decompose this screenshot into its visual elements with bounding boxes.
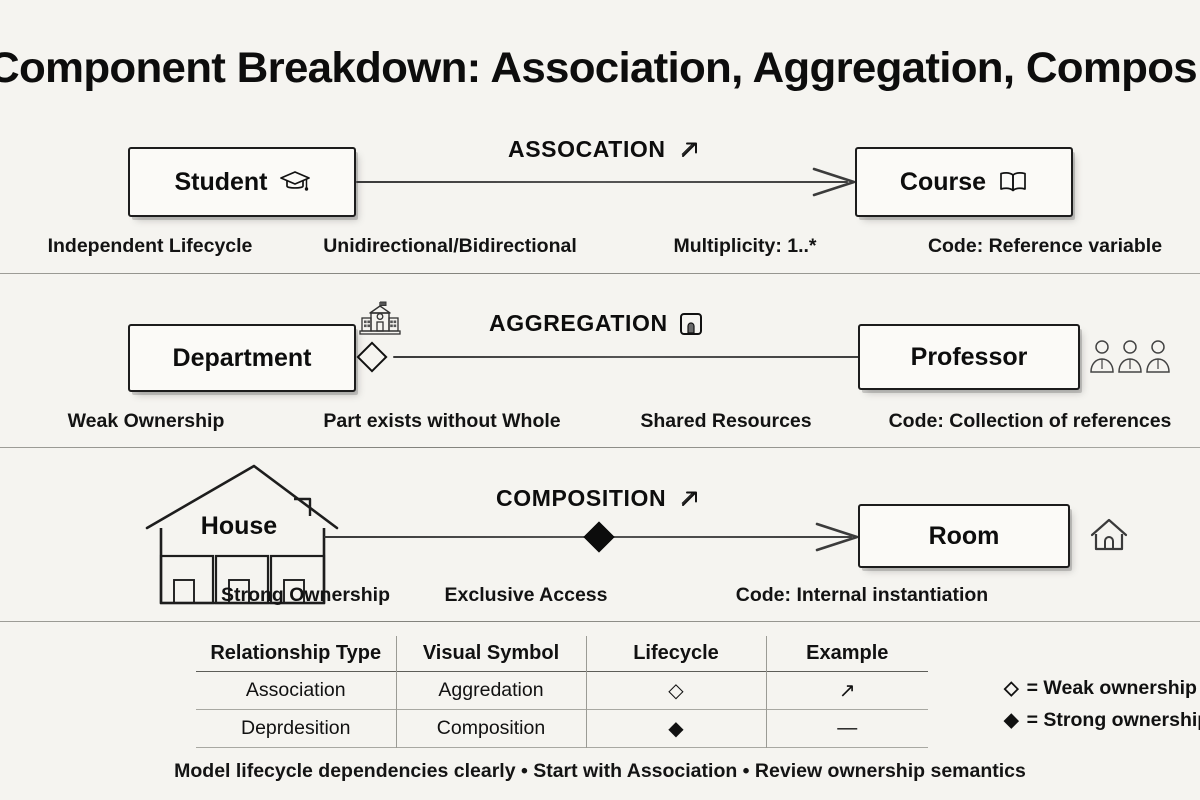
class-box-course-label: Course	[899, 167, 987, 196]
table-cell-lifecycle: ◇	[586, 671, 767, 710]
association-link-line	[356, 181, 848, 184]
caption-item: Code: Internal instantiation	[735, 584, 989, 606]
caption-item: Independent Lifecycle	[47, 235, 253, 257]
relation-label-composition: COMPOSITION	[496, 485, 702, 512]
graduation-cap-icon	[279, 170, 310, 194]
caption-item: Shared Resources	[640, 410, 812, 432]
table-row: Association Aggredation ◇ ↗	[196, 671, 928, 710]
table-header-row: Relationship Type Visual Symbol Lifecycl…	[196, 636, 928, 672]
table-header-cell: Lifecycle	[586, 636, 767, 672]
caption-item: Unidirectional/Bidirectional	[323, 235, 577, 257]
relation-label-aggregation-text: AGGREGATION	[489, 310, 668, 336]
table-cell-example: ↗	[838, 680, 856, 702]
aggregation-hollow-diamond	[356, 341, 388, 373]
section-divider-1	[0, 273, 1200, 274]
table-header-cell: Relationship Type	[196, 636, 397, 672]
table-cell-relationship: Association	[196, 671, 397, 710]
caption-item: Code: Collection of references	[888, 410, 1172, 432]
table-header-cell: Visual Symbol	[396, 636, 587, 672]
page-title: Component Breakdown: Association, Aggreg…	[0, 44, 1200, 92]
table-row: Deprdesition Composition ◆ —	[196, 709, 928, 748]
caption-item: Part exists without Whole	[323, 410, 561, 432]
legend-item-weak-label: = Weak ownership	[1026, 676, 1197, 699]
relation-label-association: ASSOCATION	[508, 136, 702, 163]
caption-item: Weak Ownership	[67, 410, 225, 432]
diagonal-arrow-icon	[676, 486, 702, 512]
filled-diamond-icon: ◆	[1004, 709, 1019, 731]
section-divider-2	[0, 447, 1200, 448]
composition-arrowhead	[815, 520, 861, 554]
building-door-icon	[678, 311, 704, 337]
table-cell-lifecycle: ◆	[586, 709, 767, 748]
caption-row-association: Independent Lifecycle Unidirectional/Bid…	[0, 235, 1200, 258]
hollow-diamond-icon: ◇	[1004, 677, 1019, 699]
association-arrowhead	[812, 165, 858, 199]
summary-table: Relationship Type Visual Symbol Lifecycl…	[196, 636, 928, 748]
table-cell-symbol: Aggredation	[396, 671, 587, 710]
legend: ◇ = Weak ownership ◆ = Strong ownership	[1004, 672, 1200, 736]
aggregation-link-line	[393, 356, 860, 359]
school-building-icon	[358, 300, 402, 340]
caption-item: Multiplicity: 1..*	[673, 235, 817, 257]
caption-item: Strong Ownership	[220, 584, 390, 606]
class-box-department-label: Department	[172, 343, 312, 372]
class-box-house[interactable]: House	[139, 460, 369, 605]
table-cell-relationship: Deprdesition	[196, 709, 397, 748]
caption-item: Exclusive Access	[444, 584, 608, 606]
class-box-professor-label: Professor	[910, 342, 1028, 371]
class-box-room-label: Room	[928, 521, 1000, 550]
class-box-student-label: Student	[174, 167, 268, 196]
caption-item: Code: Reference variable	[927, 235, 1163, 257]
caption-row-aggregation: Weak Ownership Part exists without Whole…	[0, 410, 1200, 433]
legend-item-strong-label: = Strong ownership	[1026, 708, 1200, 731]
table-cell-example: —	[837, 717, 858, 739]
three-people-icon	[1087, 336, 1173, 378]
class-box-room[interactable]: Room	[858, 504, 1070, 568]
home-outline-icon	[1088, 515, 1130, 555]
house-shape	[145, 464, 339, 605]
open-book-icon	[998, 170, 1028, 194]
relation-label-association-text: ASSOCATION	[508, 136, 666, 162]
class-box-professor[interactable]: Professor	[858, 324, 1080, 390]
table-header-cell: Example	[806, 642, 889, 664]
table-cell-symbol: Composition	[396, 709, 587, 748]
class-box-department[interactable]: Department	[128, 324, 356, 392]
relation-label-composition-text: COMPOSITION	[496, 485, 667, 511]
diagonal-arrow-icon	[676, 137, 702, 163]
section-divider-3	[0, 621, 1200, 622]
class-box-student[interactable]: Student	[128, 147, 356, 217]
class-box-course[interactable]: Course	[855, 147, 1073, 217]
caption-row-composition: Strong Ownership Exclusive Access Code: …	[0, 584, 1200, 607]
relation-label-aggregation: AGGREGATION	[489, 310, 704, 337]
legend-item-strong: ◆ = Strong ownership	[1004, 704, 1200, 736]
composition-filled-diamond	[583, 521, 615, 553]
class-box-house-label: House	[200, 512, 278, 540]
footer-note: Model lifecycle dependencies clearly • S…	[174, 760, 1026, 782]
legend-item-weak: ◇ = Weak ownership	[1004, 672, 1200, 704]
